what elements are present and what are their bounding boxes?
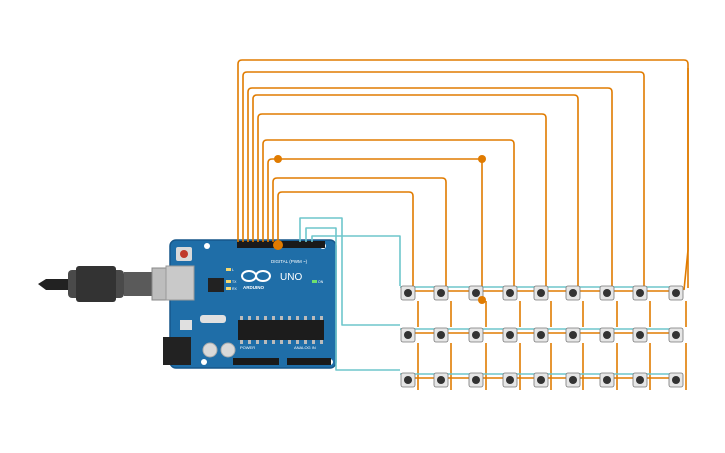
teal-wire[interactable] bbox=[299, 217, 400, 326]
teal-wire[interactable] bbox=[311, 235, 401, 286]
wire-junction bbox=[274, 155, 282, 163]
orange-wire[interactable] bbox=[683, 68, 689, 291]
orange-wire[interactable] bbox=[277, 191, 414, 288]
wire-junctions bbox=[274, 155, 486, 304]
push-button-icon[interactable] bbox=[400, 327, 416, 343]
wire-junction bbox=[478, 155, 486, 163]
push-button-icon[interactable] bbox=[433, 327, 449, 343]
wire-junction bbox=[478, 296, 486, 304]
rx-label: RX bbox=[232, 287, 238, 291]
teal-wire[interactable] bbox=[305, 227, 400, 371]
push-button-icon[interactable] bbox=[533, 327, 549, 343]
tx-label: TX bbox=[232, 280, 237, 284]
push-button-icon[interactable] bbox=[565, 327, 581, 343]
push-button-icon[interactable] bbox=[599, 285, 615, 301]
push-button-icon[interactable] bbox=[468, 372, 484, 388]
analog-header[interactable] bbox=[287, 358, 331, 365]
board-name: UNO bbox=[280, 272, 302, 283]
push-button-icon[interactable] bbox=[632, 285, 648, 301]
usb-cable-icon[interactable] bbox=[38, 266, 177, 302]
push-button-icon[interactable] bbox=[565, 285, 581, 301]
orange-wire[interactable] bbox=[257, 113, 547, 288]
push-button-icon[interactable] bbox=[533, 372, 549, 388]
push-button-icon[interactable] bbox=[400, 285, 416, 301]
push-button-icon[interactable] bbox=[599, 372, 615, 388]
board-brand: ARDUINO bbox=[243, 285, 264, 290]
orange-wire[interactable] bbox=[242, 71, 645, 288]
push-button-icon[interactable] bbox=[468, 285, 484, 301]
push-button-icon[interactable] bbox=[502, 285, 518, 301]
push-button-icon[interactable] bbox=[565, 372, 581, 388]
push-button-icon[interactable] bbox=[468, 327, 484, 343]
power-header[interactable] bbox=[233, 358, 279, 365]
push-button-icon[interactable] bbox=[632, 327, 648, 343]
push-button-icon[interactable] bbox=[668, 327, 684, 343]
push-button-icon[interactable] bbox=[599, 327, 615, 343]
push-button-icon[interactable] bbox=[433, 285, 449, 301]
push-button-icon[interactable] bbox=[632, 372, 648, 388]
push-button-icon[interactable] bbox=[533, 285, 549, 301]
power-label: POWER bbox=[240, 345, 255, 350]
push-button-icon[interactable] bbox=[502, 327, 518, 343]
arduino-board[interactable] bbox=[163, 239, 337, 369]
push-button-icon[interactable] bbox=[400, 372, 416, 388]
teal-wires[interactable] bbox=[299, 217, 676, 375]
push-button-icon[interactable] bbox=[668, 285, 684, 301]
arduino-logo-icon bbox=[241, 270, 271, 282]
analog-label: ANALOG IN bbox=[294, 345, 316, 350]
l-label: L bbox=[232, 268, 234, 272]
orange-wire[interactable] bbox=[252, 94, 579, 288]
push-button-icon[interactable] bbox=[502, 372, 518, 388]
push-button-icon[interactable] bbox=[433, 372, 449, 388]
orange-wires[interactable] bbox=[237, 59, 689, 390]
orange-wire[interactable] bbox=[247, 87, 613, 288]
on-label: ON bbox=[318, 280, 324, 284]
push-button-icon[interactable] bbox=[668, 372, 684, 388]
orange-wire[interactable] bbox=[272, 177, 447, 288]
digital-label: DIGITAL (PWM ~) bbox=[271, 259, 308, 264]
orange-wire[interactable] bbox=[237, 59, 689, 288]
button-matrix[interactable] bbox=[400, 285, 684, 388]
orange-wire[interactable] bbox=[262, 139, 515, 288]
